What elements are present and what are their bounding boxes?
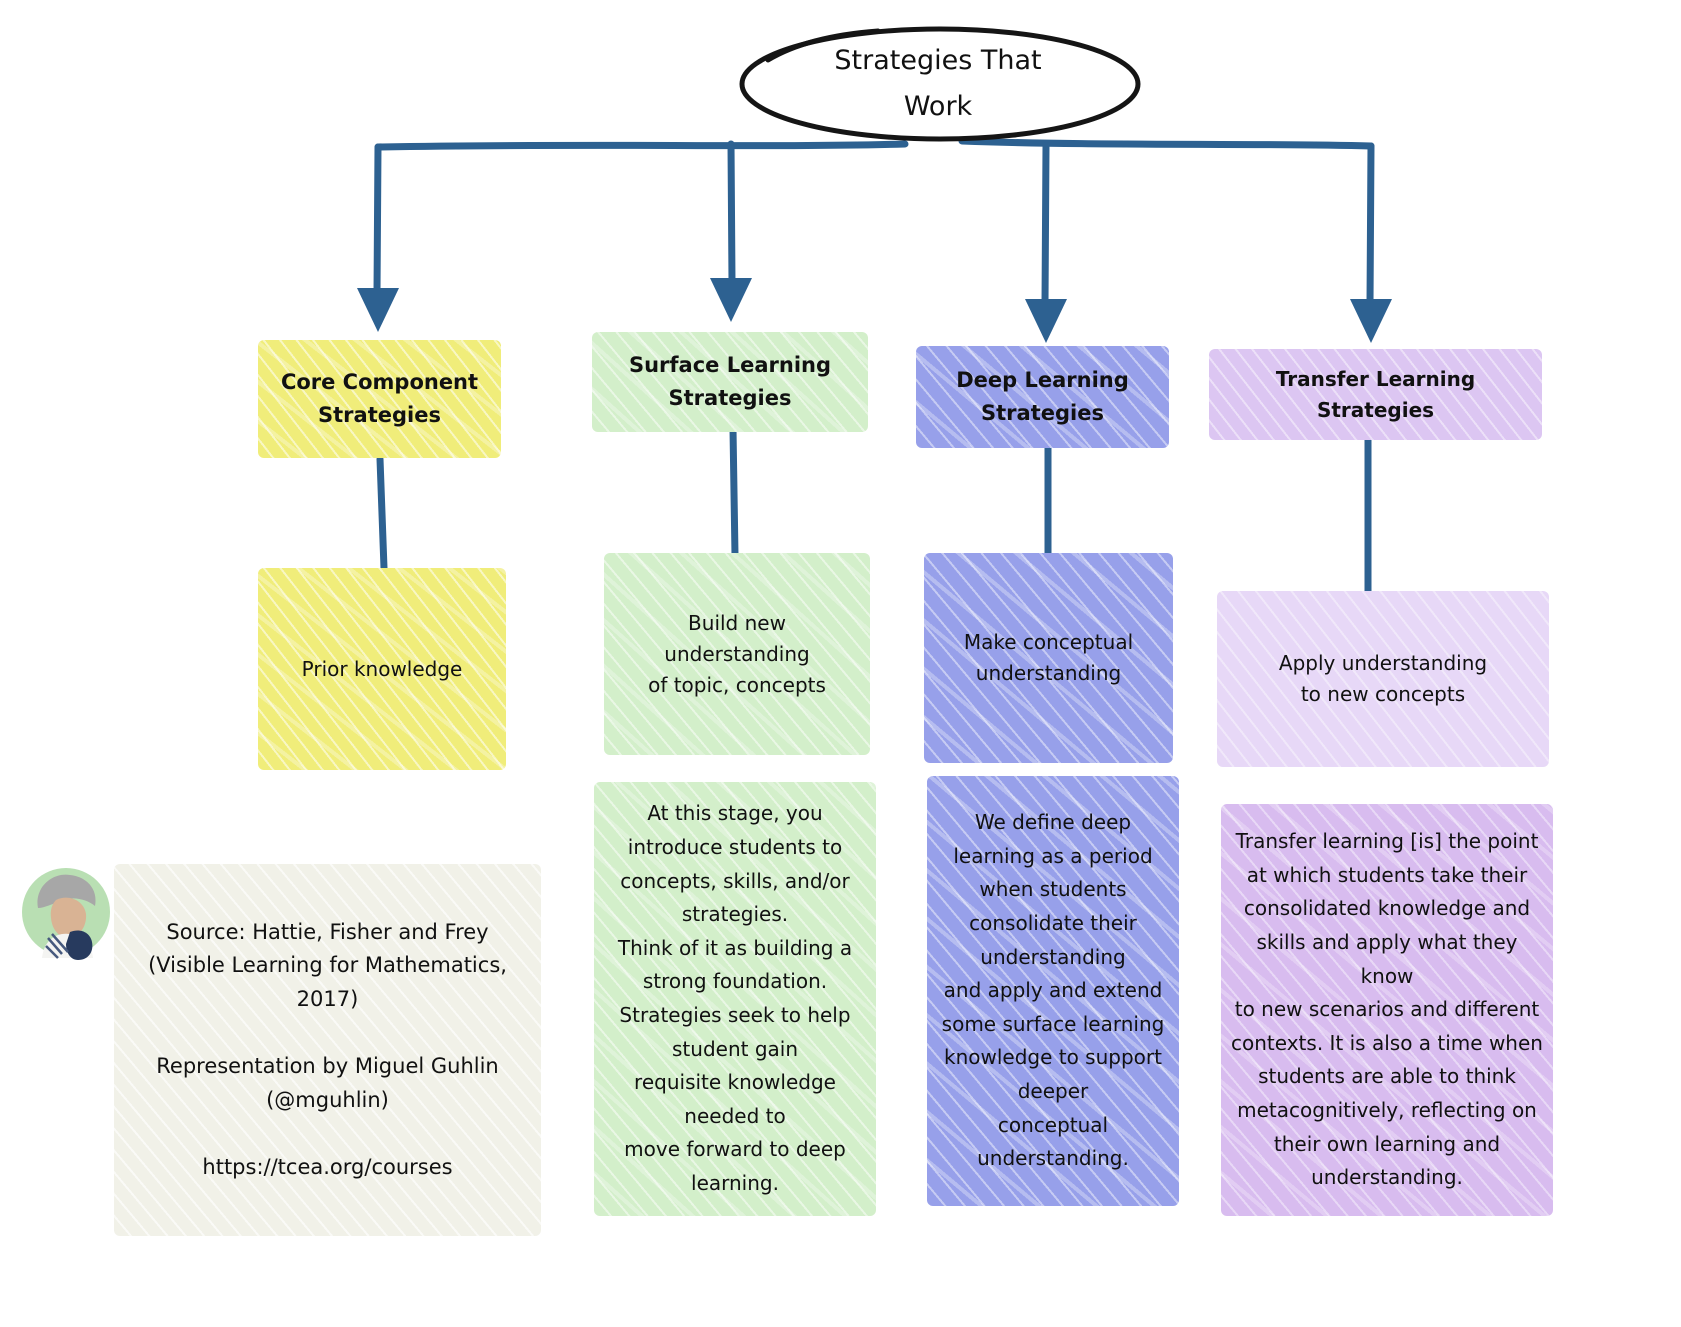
author-avatar [22, 868, 110, 960]
transfer-learning-sub: Apply understanding to new concepts [1217, 591, 1549, 767]
deep-learning-header: Deep Learning Strategies [916, 346, 1169, 448]
surface-learning-sub: Build new understanding of topic, concep… [604, 553, 870, 755]
deep-learning-description: We define deep learning as a period when… [927, 776, 1179, 1206]
diagram-title: Strategies That Work [834, 45, 1042, 122]
core-component-sub: Prior knowledge [258, 568, 506, 770]
surface-learning-header: Surface Learning Strategies [592, 332, 868, 432]
deep-learning-sub: Make conceptual understanding [924, 553, 1173, 763]
core-component-header: Core Component Strategies [258, 340, 501, 458]
transfer-learning-header: Transfer Learning Strategies [1209, 349, 1542, 440]
surface-learning-description: At this stage, you introduce students to… [594, 782, 876, 1216]
attribution-box: Source: Hattie, Fisher and Frey (Visible… [114, 864, 541, 1236]
transfer-learning-description: Transfer learning [is] the point at whic… [1221, 804, 1553, 1216]
